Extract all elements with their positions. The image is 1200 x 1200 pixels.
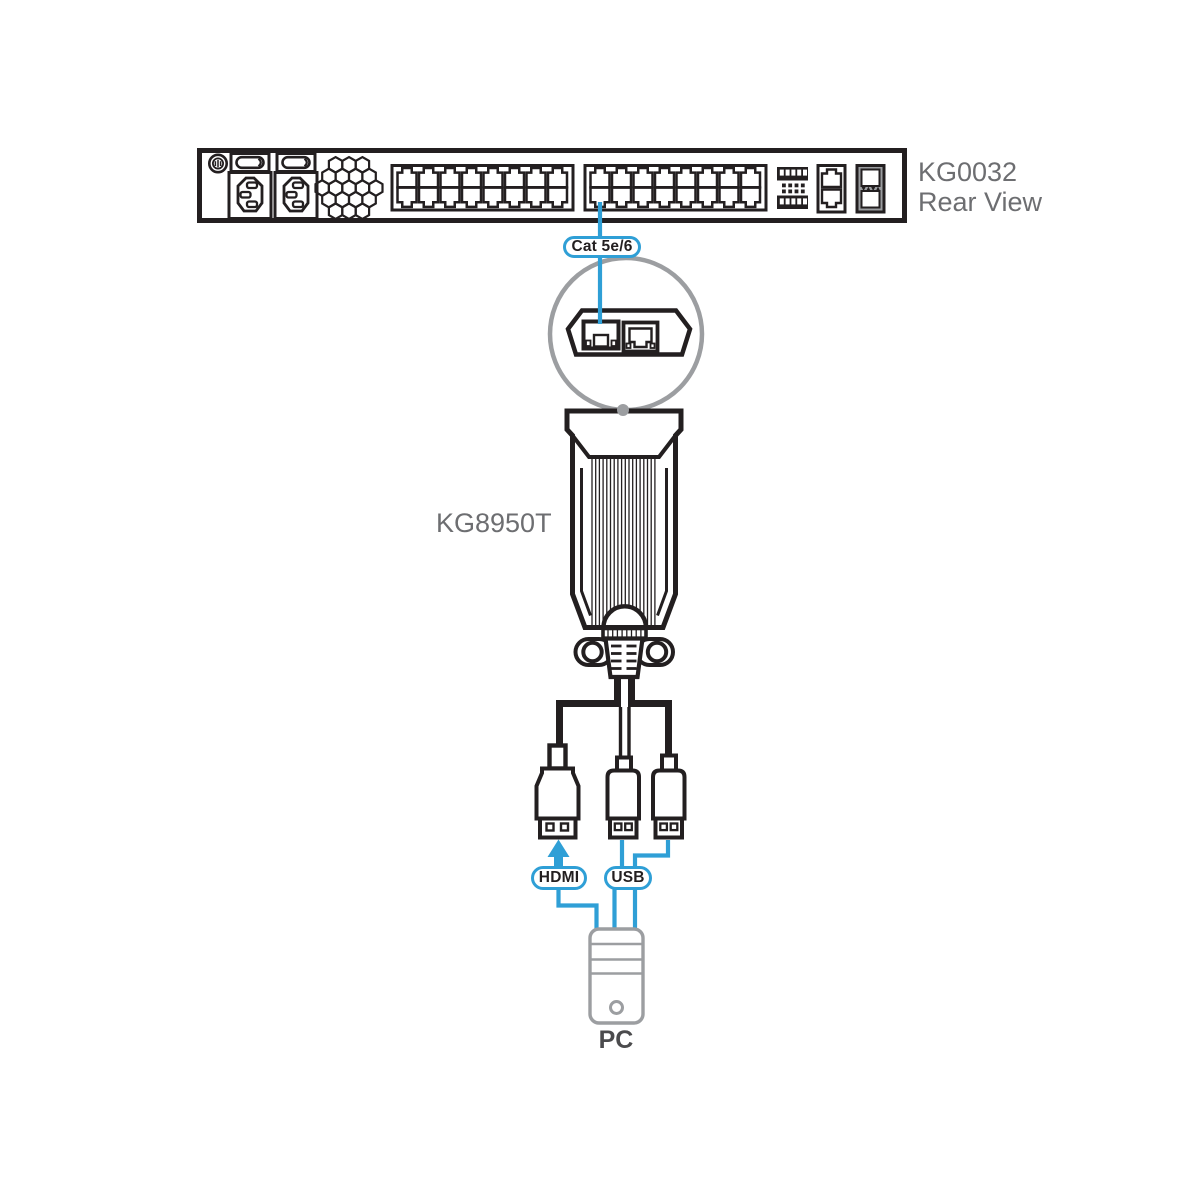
dip-module-icon — [855, 164, 886, 214]
usb-connector-icon — [605, 755, 641, 840]
rack-rear-panel — [197, 148, 907, 223]
hdmi-connector-icon — [534, 743, 581, 840]
rj45-port-icon — [653, 166, 676, 189]
pc-connection-lines — [556, 840, 671, 929]
cable-exit-dome — [601, 604, 649, 628]
rj45-port-icon — [460, 186, 483, 209]
rj45-bank-1-ports — [396, 166, 569, 209]
rj45-port-icon — [718, 186, 740, 209]
rj45-port-icon — [439, 166, 461, 189]
usb-connector-icon — [651, 753, 687, 840]
rj45-port-icon — [396, 186, 418, 209]
rj45-port-icon — [632, 186, 654, 209]
rj45-port-icon — [739, 186, 762, 209]
rack-view-text: Rear View — [918, 187, 1043, 217]
rj45-port-icon — [718, 166, 740, 189]
adapter-device — [564, 408, 684, 680]
fan-vent-icon — [314, 155, 384, 221]
hdmi-arrow-icon — [547, 839, 570, 870]
power-inlet-icon — [273, 171, 319, 220]
rj45-port-icon — [546, 166, 569, 189]
rack-model-label: KG0032 Rear View — [918, 157, 1042, 217]
adapter-ribs — [591, 458, 656, 626]
rj45-port-icon — [439, 186, 461, 209]
terminal-block-icon — [777, 167, 808, 209]
rj45-port-icon — [589, 166, 611, 189]
rj45-port-icon — [610, 186, 633, 209]
rj45-port-icon — [696, 186, 719, 209]
rj45-bank-2-ports — [589, 166, 762, 209]
rj45-port-icon — [632, 166, 654, 189]
usb-cable-label: USB — [604, 866, 652, 890]
rj45-port-icon — [482, 186, 504, 209]
pc-power-button-icon — [609, 1000, 624, 1015]
rj45-link-port-icon — [581, 319, 621, 351]
rj45-port-icon — [417, 166, 440, 189]
rj45-port-icon — [482, 166, 504, 189]
console-ports-icon — [816, 164, 847, 214]
thumbscrew-icon — [645, 640, 669, 664]
rj45-port-icon — [610, 166, 633, 189]
pc-tower-icon — [588, 927, 645, 1025]
strain-relief — [603, 636, 645, 680]
rj45-port-icon — [675, 166, 697, 189]
hexagon-vent-hole — [354, 202, 371, 221]
rj45-port-icon — [675, 186, 697, 209]
usb-line-2 — [632, 840, 671, 929]
power-inlet-icon — [227, 171, 273, 220]
hdmi-line — [556, 884, 599, 929]
rj45-port-icon — [820, 188, 843, 209]
rj45-port-icon — [396, 166, 418, 189]
rj45-port-icon — [621, 320, 660, 354]
pc-label: PC — [598, 1026, 634, 1054]
rack-model-text: KG0032 — [918, 157, 1018, 187]
rj45-bank — [583, 164, 768, 212]
rj45-port-icon — [525, 166, 547, 189]
magnifier-detail — [547, 255, 705, 413]
rj45-port-icon — [739, 166, 762, 189]
rj45-bank — [390, 164, 575, 212]
rj45-port-icon — [417, 186, 440, 209]
rj45-port-icon — [503, 186, 526, 209]
rj45-port-icon — [525, 186, 547, 209]
rj45-port-icon — [696, 166, 719, 189]
rj45-port-icon — [820, 168, 843, 189]
ground-screw-icon — [208, 153, 229, 174]
adapter-outline — [564, 408, 684, 630]
rj45-port-icon — [653, 186, 676, 209]
connection-dot — [617, 404, 629, 416]
rj45-port-icon — [546, 186, 569, 209]
cat5e6-cable-label: Cat 5e/6 — [563, 236, 641, 258]
adapter-model-label: KG8950T — [436, 508, 552, 538]
rj45-port-icon — [589, 186, 611, 209]
thumbscrew-icon — [581, 640, 604, 664]
rj45-port-icon — [460, 166, 483, 189]
rj45-port-icon — [503, 166, 526, 189]
cable-bundle — [556, 677, 672, 760]
hdmi-cable-label: HDMI — [531, 866, 587, 890]
